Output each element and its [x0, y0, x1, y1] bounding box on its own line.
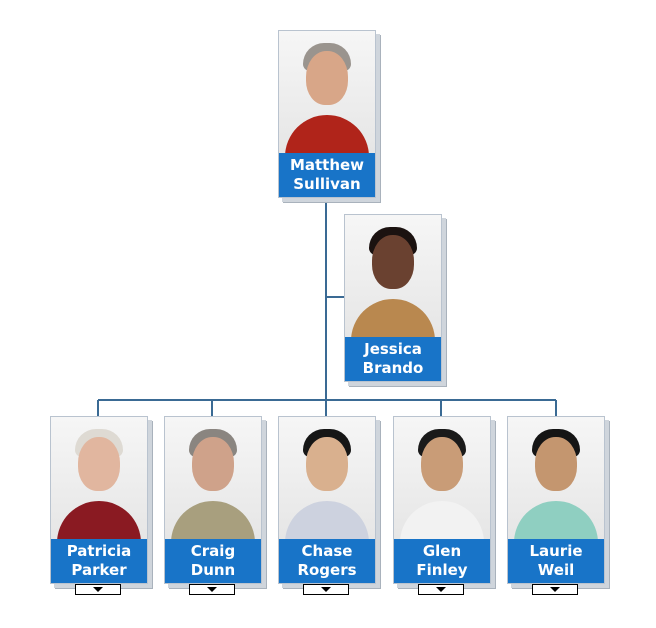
org-node-patricia-parker[interactable]: Patricia Parker: [50, 416, 148, 584]
portrait-face: [306, 51, 348, 105]
node-last-name: Sullivan: [293, 175, 361, 193]
chevron-down-icon: [436, 587, 446, 592]
node-first-name: Jessica: [364, 340, 422, 358]
portrait-face: [306, 437, 348, 491]
node-last-name: Weil: [537, 561, 575, 579]
portrait-shirt: [57, 501, 141, 539]
node-name-label: Craig Dunn: [165, 539, 261, 583]
portrait-photo: [508, 417, 604, 539]
expand-subordinates-button[interactable]: [75, 584, 121, 595]
portrait-shirt: [400, 501, 484, 539]
expand-subordinates-button[interactable]: [189, 584, 235, 595]
node-first-name: Matthew: [289, 156, 365, 174]
org-node-jessica-brando[interactable]: Jessica Brando: [344, 214, 442, 382]
portrait-photo: [345, 215, 441, 337]
portrait-photo: [279, 31, 375, 153]
org-node-chase-rogers[interactable]: Chase Rogers: [278, 416, 376, 584]
org-node-glen-finley[interactable]: Glen Finley: [393, 416, 491, 584]
node-last-name: Parker: [71, 561, 127, 579]
expand-subordinates-button[interactable]: [532, 584, 578, 595]
org-node-laurie-weil[interactable]: Laurie Weil: [507, 416, 605, 584]
node-first-name: Laurie: [529, 542, 583, 560]
portrait-face: [421, 437, 463, 491]
chevron-down-icon: [550, 587, 560, 592]
node-first-name: Craig: [190, 542, 236, 560]
portrait-shirt: [285, 501, 369, 539]
node-name-label: Patricia Parker: [51, 539, 147, 583]
portrait-face: [372, 235, 414, 289]
portrait-photo: [279, 417, 375, 539]
portrait-shirt: [514, 501, 598, 539]
node-name-label: Chase Rogers: [279, 539, 375, 583]
portrait-shirt: [171, 501, 255, 539]
chevron-down-icon: [321, 587, 331, 592]
node-name-label: Glen Finley: [394, 539, 490, 583]
node-first-name: Chase: [301, 542, 353, 560]
portrait-shirt: [285, 115, 369, 153]
expand-subordinates-button[interactable]: [303, 584, 349, 595]
node-last-name: Brando: [362, 359, 424, 377]
portrait-photo: [394, 417, 490, 539]
node-last-name: Dunn: [190, 561, 236, 579]
portrait-photo: [165, 417, 261, 539]
portrait-shirt: [351, 299, 435, 337]
node-name-label: Jessica Brando: [345, 337, 441, 381]
chevron-down-icon: [207, 587, 217, 592]
org-node-matthew-sullivan[interactable]: Matthew Sullivan: [278, 30, 376, 198]
portrait-photo: [51, 417, 147, 539]
portrait-face: [192, 437, 234, 491]
node-last-name: Rogers: [297, 561, 357, 579]
node-name-label: Laurie Weil: [508, 539, 604, 583]
chevron-down-icon: [93, 587, 103, 592]
node-first-name: Patricia: [66, 542, 132, 560]
expand-subordinates-button[interactable]: [418, 584, 464, 595]
org-node-craig-dunn[interactable]: Craig Dunn: [164, 416, 262, 584]
node-name-label: Matthew Sullivan: [279, 153, 375, 197]
node-last-name: Finley: [416, 561, 468, 579]
node-first-name: Glen: [422, 542, 462, 560]
portrait-face: [78, 437, 120, 491]
portrait-face: [535, 437, 577, 491]
